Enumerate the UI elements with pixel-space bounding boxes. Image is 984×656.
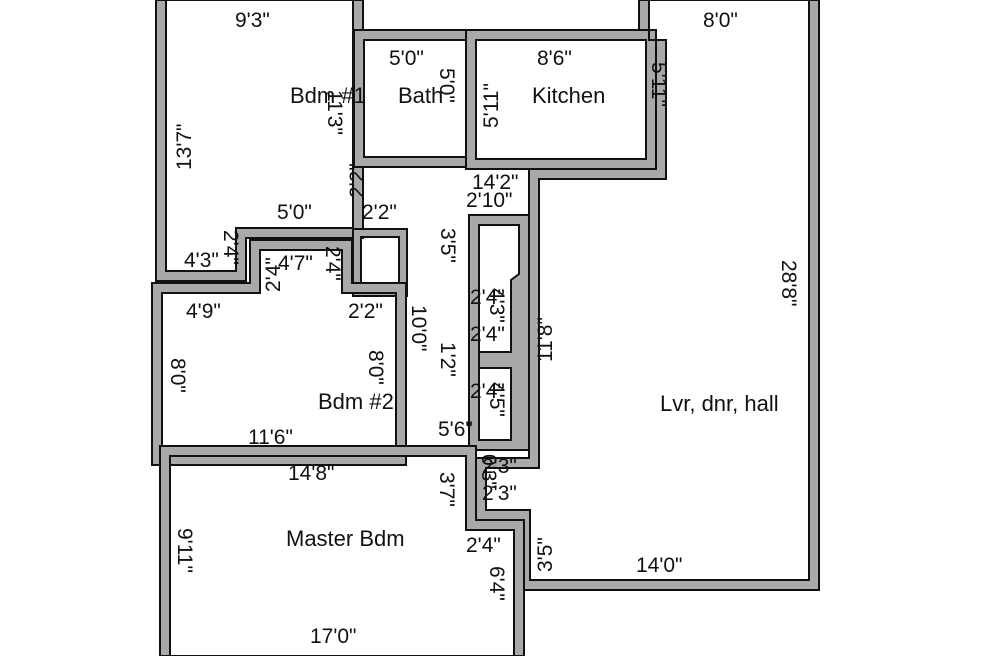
dim-master-37: 3'7" xyxy=(435,472,458,507)
room-label-bdm1: Bdm #1 xyxy=(290,83,366,108)
dim-bdm2-right: 8'0" xyxy=(364,350,387,385)
dim-col-24a: 2'4" xyxy=(470,286,505,309)
dim-mb-35: 3'5" xyxy=(534,537,557,572)
dim-bdm1-right: 11'3" xyxy=(323,90,346,135)
dim-closet-side: 2'2" xyxy=(348,300,383,323)
dim-bdm1-left: 13'7" xyxy=(173,123,196,170)
dim-closet-2x2-b: 2'2" xyxy=(362,201,397,224)
room-label-kitchen: Kitchen xyxy=(532,83,605,108)
walls xyxy=(151,0,820,656)
dim-col-35: 3'5" xyxy=(436,228,459,263)
dim-master-right: 6'4" xyxy=(485,566,508,601)
dim-bdm1-24c: 2'4" xyxy=(321,246,344,281)
dim-col-12: 1'2" xyxy=(436,342,459,377)
dim-bdm2-bottom: 11'6" xyxy=(248,426,293,449)
wall-bdm1 xyxy=(155,0,364,282)
dim-lr-right: 28'8" xyxy=(777,260,800,307)
dim-master-left: 9'11" xyxy=(173,528,196,573)
dim-mb-24: 2'4" xyxy=(466,534,501,557)
dim-lr-bottom: 14'0" xyxy=(636,554,683,577)
dim-kitchen-top: 8'6" xyxy=(537,47,572,70)
dimension-labels: 9'3" 13'7" 11'3" 5'0" 4'3" 2'4" 2'4" 4'7… xyxy=(166,9,800,648)
dim-bdm1-bottom: 5'0" xyxy=(277,201,312,224)
dim-bath-left: 5'0" xyxy=(435,68,458,103)
dim-kitchen-right: 5'11" xyxy=(647,62,670,107)
dim-mb-23b: 2'3" xyxy=(482,482,517,505)
dim-hall-top: 14'2" xyxy=(472,171,519,194)
dim-col-43: 4'3" xyxy=(485,288,508,323)
dim-bdm1-top: 9'3" xyxy=(235,9,270,32)
room-label-bath: Bath xyxy=(398,83,443,108)
dim-bdm1-24b: 2'4" xyxy=(262,257,285,292)
dim-hall-a: 2'10" xyxy=(466,189,513,212)
dim-master-top: 14'8" xyxy=(288,462,335,485)
dim-bdm2-left: 8'0" xyxy=(166,358,189,393)
dim-hall-100: 10'0" xyxy=(407,305,430,352)
dim-bath-top: 5'0" xyxy=(389,47,424,70)
dim-bdm1-24: 2'4" xyxy=(219,230,242,265)
dim-closet-2x2: 2'2" xyxy=(346,163,369,198)
dim-master-bottom: 17'0" xyxy=(310,625,357,648)
dim-col-24b: 2'4" xyxy=(470,323,505,346)
dim-mb-03: 0'3" xyxy=(477,454,500,489)
dim-col-45: 4'5" xyxy=(485,382,508,417)
dim-mb-23a: 2'3" xyxy=(482,455,517,478)
room-labels: Bdm #1 Bath Kitchen Bdm #2 Lvr, dnr, hal… xyxy=(286,83,779,551)
dim-hall-56: 5'6" xyxy=(438,418,473,441)
dim-bdm1-47: 4'7" xyxy=(278,252,313,275)
dim-bdm2-49: 4'9" xyxy=(186,300,221,323)
wall-master xyxy=(159,445,525,656)
dim-col-118: 11'8" xyxy=(534,317,557,362)
dim-lr-top: 8'0" xyxy=(703,9,738,32)
dim-bdm1-43: 4'3" xyxy=(184,249,219,272)
dim-col-24c: 2'4" xyxy=(470,380,505,403)
room-label-living: Lvr, dnr, hall xyxy=(660,391,779,416)
dim-bath-right: 5'11" xyxy=(480,83,503,128)
room-label-bdm2: Bdm #2 xyxy=(318,389,394,414)
room-label-master: Master Bdm xyxy=(286,526,405,551)
